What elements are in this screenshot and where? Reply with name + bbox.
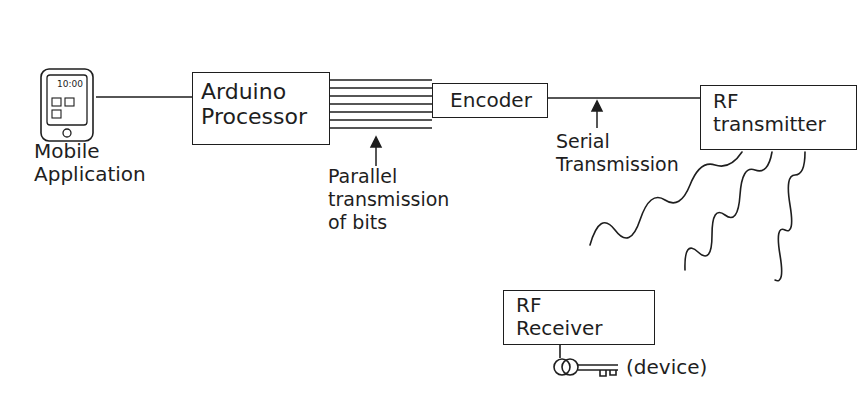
connector-line	[330, 103, 432, 105]
connector-line	[330, 95, 432, 97]
parallel-bus	[330, 80, 432, 128]
connector-line	[548, 98, 700, 99]
screen-clock: 10:00	[50, 79, 90, 90]
connector-line	[96, 97, 192, 98]
app-icon	[52, 110, 61, 118]
connector-line	[330, 87, 432, 89]
connector-line	[330, 119, 432, 121]
phone-body	[41, 69, 93, 141]
key-wire	[559, 345, 561, 358]
connector-line	[330, 111, 432, 113]
annotation: Parallel transmission of bits	[328, 165, 473, 233]
radio-wave	[775, 152, 805, 281]
key-shaft	[578, 364, 618, 366]
connector-line	[96, 96, 192, 98]
process-box: Arduino Processor	[192, 72, 330, 145]
node-text: RF Receiver	[516, 294, 626, 340]
node-text: Encoder	[439, 89, 543, 112]
home-button	[63, 129, 71, 137]
annotation: Serial Transmission	[556, 130, 706, 176]
node-text: Arduino Processor	[201, 79, 323, 130]
connector-line	[548, 97, 700, 99]
process-box: RF transmitter	[700, 85, 857, 150]
key-teeth	[600, 370, 616, 376]
process-box: RF Receiver	[503, 290, 655, 345]
key-shaft	[578, 369, 618, 371]
device-label: (device)	[626, 355, 736, 379]
connector-line	[330, 79, 432, 81]
node-text: Mobile Application	[34, 140, 166, 186]
app-icon	[52, 98, 61, 106]
radio-wave	[685, 152, 772, 270]
key-ring	[562, 359, 578, 375]
key-symbol	[554, 345, 618, 376]
connector-line	[330, 127, 432, 129]
process-box: Encoder	[432, 83, 548, 118]
arrow-head	[592, 101, 602, 111]
app-icon	[65, 98, 74, 106]
node-text: RF transmitter	[713, 90, 838, 136]
arrow-head	[371, 137, 381, 147]
